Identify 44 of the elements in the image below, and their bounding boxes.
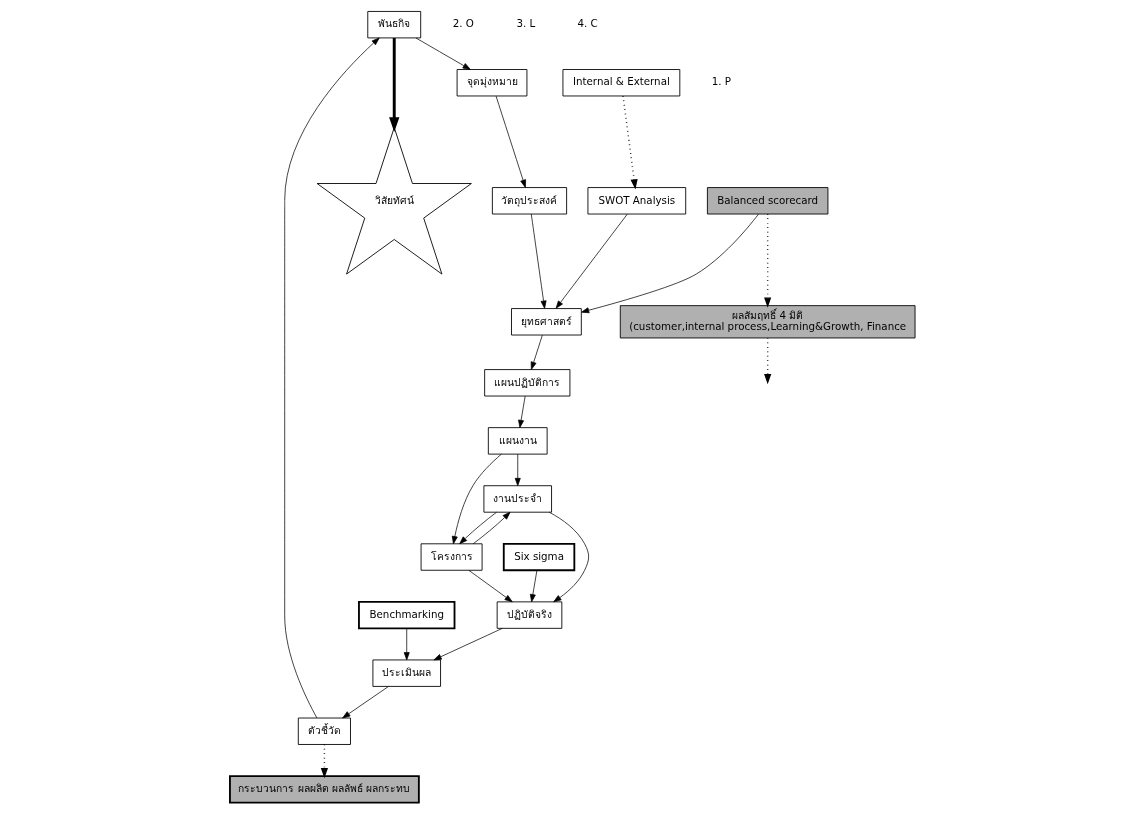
arrow	[342, 686, 389, 719]
node-box: ยุทธศาสตร์	[511, 308, 582, 336]
arrow	[581, 213, 759, 314]
arrow	[468, 569, 513, 603]
node-box: ตัวชี้วัด	[297, 717, 351, 745]
arrow	[415, 37, 471, 70]
node-box: วัตถุประสงค์	[491, 187, 568, 215]
arrow	[284, 37, 380, 719]
node-box: SWOT Analysis	[587, 187, 687, 215]
arrow	[530, 334, 543, 370]
arrow	[514, 453, 521, 487]
arrow	[529, 569, 538, 603]
arrow	[622, 95, 638, 190]
label: 3. L	[516, 17, 536, 30]
node-box: จุดมุ่งหมาย	[456, 69, 528, 97]
arrow	[433, 628, 503, 661]
arrow	[459, 511, 497, 545]
arrow	[764, 213, 772, 308]
node-box: ปฏิบัติจริง	[496, 601, 563, 629]
node-box: ผลสัมฤทธิ์ 4 มิติ (customer,internal process,Learning&Growth, Finance	[619, 305, 916, 339]
node-box: Six sigma	[502, 542, 576, 572]
label: 2. O	[452, 17, 474, 30]
node-box: งานประจำ	[483, 485, 552, 513]
arrow	[451, 453, 502, 545]
node-box: Balanced scorecard	[706, 187, 829, 215]
arrow	[530, 213, 547, 309]
node-box: แผนปฏิบัติการ	[484, 369, 571, 397]
node-box: ประเมินผล	[372, 659, 441, 687]
node-box: Benchmarking	[358, 600, 456, 630]
arrow	[403, 628, 410, 661]
arrow	[472, 511, 511, 545]
arrow	[495, 95, 526, 188]
node-box: โครงการ	[420, 543, 483, 571]
node-box: กระบวนการ ผลผลิต ผลลัพธ์ ผลกระทบ	[229, 775, 420, 804]
arrow	[764, 337, 772, 385]
node-box: Internal & External	[562, 69, 681, 97]
node-box: พันธกิจ	[367, 11, 422, 39]
node-box: แผนงาน	[487, 427, 548, 455]
arrow	[549, 511, 589, 603]
arrow	[555, 213, 628, 309]
label: 1. P	[711, 75, 731, 88]
label: 4. C	[577, 17, 598, 30]
arrow	[518, 395, 526, 428]
arrow	[389, 37, 400, 132]
